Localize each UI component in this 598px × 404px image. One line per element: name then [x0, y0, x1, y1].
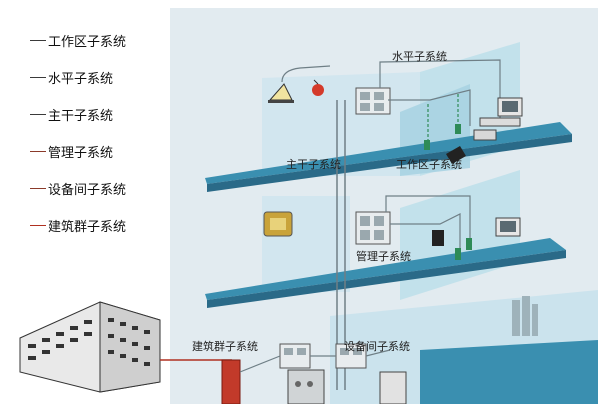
legend-line: [30, 188, 46, 189]
legend-line: [30, 40, 46, 41]
legend: 工作区子系统 水平子系统 主干子系统 管理子系统 设备间子系统 建筑群子系统: [14, 28, 184, 250]
legend-item: 设备间子系统: [14, 176, 184, 213]
legend-line: [30, 114, 46, 115]
wall-outlet-3: [455, 248, 461, 260]
alarm-icon: [312, 79, 324, 96]
legend-item: 水平子系统: [14, 65, 184, 102]
computer-middle-icon: [495, 217, 521, 237]
legend-label-management: 管理子系统: [48, 146, 114, 161]
legend-label-backbone: 主干子系统: [48, 109, 114, 124]
pbx-cabinet-icon: [379, 371, 407, 404]
label-backbone-subsystem: 主干子系统: [286, 158, 341, 171]
wall-outlet-2: [455, 124, 461, 134]
label-management-subsystem: 管理子系统: [356, 249, 411, 263]
network-device-icon: [263, 211, 293, 237]
horizontal-cable-top: [379, 59, 501, 120]
top-floor-slab-edge: [207, 134, 572, 192]
legend-item: 工作区子系统: [14, 28, 184, 65]
basement-floor: [420, 340, 598, 404]
legend-item: 建筑群子系统: [14, 213, 184, 250]
legend-item: 主干子系统: [14, 102, 184, 139]
label-campus-subsystem: 建筑群子系统: [192, 339, 258, 353]
label-equipment-room-subsystem: 设备间子系统: [344, 339, 410, 353]
top-distribution-panel-icon: [355, 87, 391, 115]
legend-label-work-area: 工作区子系统: [48, 35, 127, 50]
campus-building-icon: [19, 301, 161, 393]
label-horizontal-subsystem: 水平子系统: [392, 50, 447, 63]
tower-building-icon: [512, 296, 538, 336]
legend-label-equipment-room: 设备间子系统: [48, 183, 127, 198]
printer-icon: [473, 129, 497, 141]
phone-icon: [446, 146, 466, 164]
middle-floor-slab: [205, 238, 566, 300]
legend-label-horizontal: 水平子系统: [48, 72, 114, 87]
middle-distribution-panel-icon: [355, 211, 391, 245]
legend-line: [30, 225, 46, 226]
legend-line: [30, 151, 46, 152]
wall-outlet-1: [424, 140, 430, 150]
legend-line: [30, 77, 46, 78]
phone-middle-icon: [432, 230, 444, 246]
horizontal-cable-top-2: [388, 89, 471, 126]
ceiling-lamp-icon: [268, 65, 331, 103]
basement-distribution-panel-icon: [279, 343, 367, 369]
label-work-area-subsystem: 工作区子系统: [396, 158, 462, 171]
server-rack-icon: [287, 369, 325, 404]
computer-icon: [479, 97, 523, 127]
wall-outlet-4: [466, 238, 472, 250]
horizontal-cable-middle-2: [390, 213, 461, 256]
horizontal-cable-middle: [385, 195, 471, 246]
campus-entry-cabinet-icon: [221, 359, 241, 404]
legend-label-campus: 建筑群子系统: [48, 220, 127, 235]
basement-cable: [239, 349, 391, 373]
legend-item: 管理子系统: [14, 139, 184, 176]
middle-floor-slab-edge: [207, 250, 566, 308]
